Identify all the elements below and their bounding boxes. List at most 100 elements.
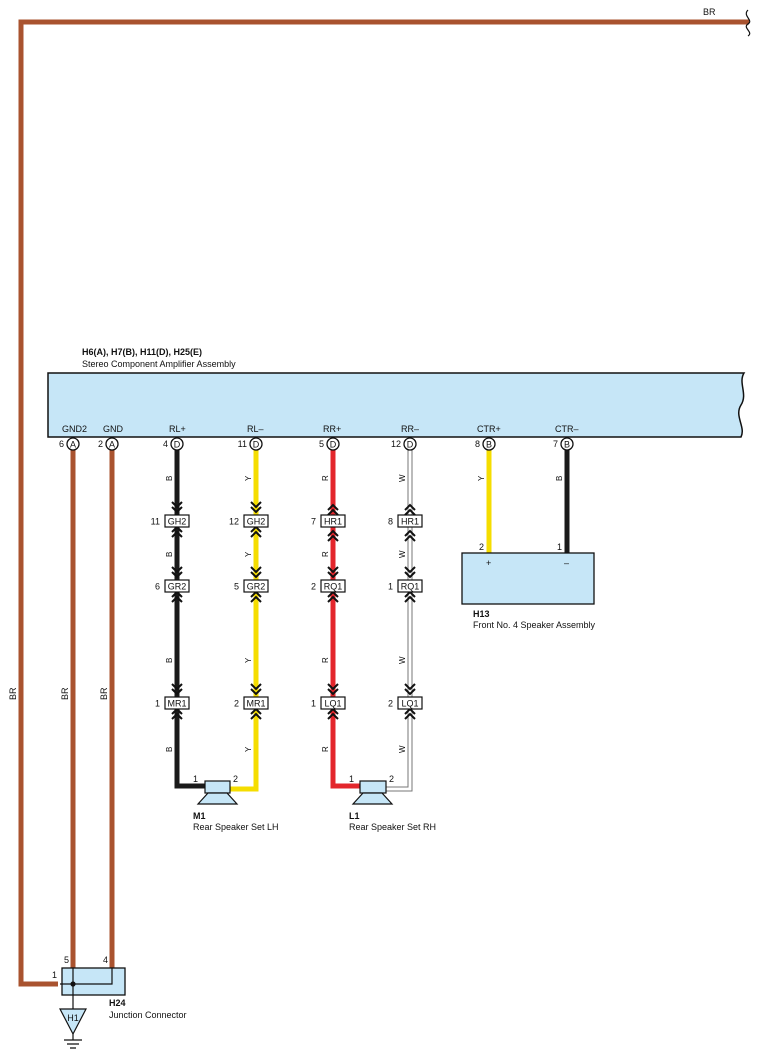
signal-wire-labels: B B B B Y Y Y Y R R R R W W W W Y B	[165, 474, 564, 753]
svg-text:MR1: MR1	[246, 699, 265, 709]
connector-chevron	[171, 688, 183, 696]
connector-chevron	[171, 712, 183, 720]
connector-chevron	[250, 501, 262, 509]
gnd2-wire-label: BR	[60, 687, 70, 700]
svg-text:2: 2	[98, 439, 103, 449]
svg-text:5: 5	[64, 955, 69, 965]
svg-text:4: 4	[163, 439, 168, 449]
terminal-label-gnd2: GND2	[62, 424, 87, 434]
connector-gr2-rlp: GR2 6	[155, 579, 190, 593]
terminal-rrm: D 12	[391, 437, 417, 451]
wire-label-rlp-4: B	[165, 747, 174, 752]
connector-chevron	[171, 683, 183, 691]
amplifier-assembly: H6(A), H7(B), H11(D), H25(E) Stereo Comp…	[47, 347, 746, 438]
terminal-rlp: D 4	[163, 437, 184, 451]
connector-gr2-rlm: GR2 5	[234, 579, 269, 593]
svg-text:2: 2	[389, 774, 394, 784]
wire-rrm	[386, 450, 412, 791]
wire-label-rlp-1: B	[165, 476, 174, 481]
connector-chevron	[171, 506, 183, 514]
junction-name: Junction Connector	[109, 1010, 187, 1020]
speaker-m1: 1 2 M1 Rear Speaker Set LH	[193, 774, 279, 832]
wire-label-rrp-4: R	[321, 746, 330, 752]
connector-chevron	[327, 683, 339, 691]
connector-chevron	[250, 566, 262, 574]
wire-br-main	[18, 19, 749, 987]
wire-label-ctrm: B	[555, 476, 564, 481]
connector-chevron	[327, 566, 339, 574]
wire-rlp	[174, 450, 205, 789]
connector-chevron	[250, 595, 262, 603]
speaker-h13-name: Front No. 4 Speaker Assembly	[473, 620, 596, 630]
connector-lq1-rrm: LQ1 2	[388, 696, 423, 710]
svg-text:12: 12	[391, 439, 401, 449]
svg-text:B: B	[486, 440, 492, 450]
svg-text:2: 2	[234, 699, 239, 709]
connector-chevron	[404, 503, 416, 511]
terminal-label-rrp: RR+	[323, 424, 341, 434]
ground-h1: H1	[59, 1008, 87, 1049]
terminal-rlm: D 11	[238, 437, 263, 451]
connector-chevron	[404, 571, 416, 579]
wire-label-rlm-4: Y	[244, 746, 253, 752]
connector-chevron	[404, 688, 416, 696]
terminal-circles: A 6 A 2 D 4 D 11 D 5 D 12	[59, 437, 574, 451]
wire-label-rrm-3: W	[398, 656, 407, 664]
speaker-l1: 1 2 L1 Rear Speaker Set RH	[349, 774, 436, 832]
connector-chevron	[404, 566, 416, 574]
connector-chevron	[404, 712, 416, 720]
connector-chevron	[250, 530, 262, 538]
connector-mr1-rlp: MR1 1	[155, 696, 190, 710]
connector-chevron	[327, 712, 339, 720]
wire-label-ctrp: Y	[477, 475, 486, 481]
terminal-label-rlm: RL–	[247, 424, 264, 434]
terminal-ctrp: B 8	[475, 437, 496, 451]
svg-text:6: 6	[59, 439, 64, 449]
amplifier-terminal-labels: GND2 GND RL+ RL– RR+ RR– CTR+ CTR–	[62, 424, 579, 434]
svg-text:1: 1	[52, 970, 57, 980]
amplifier-connector-label: H6(A), H7(B), H11(D), H25(E)	[82, 347, 202, 357]
svg-text:11: 11	[151, 517, 160, 527]
wire-break-mark	[745, 9, 751, 37]
connector-rq1-rrp: RQ1 2	[311, 579, 346, 593]
connector-chevrons	[171, 501, 416, 720]
inline-connectors: GH2 11 GR2 6 MR1 1 GH2 12 GR2 5 MR1 2	[151, 514, 423, 710]
svg-text:MR1: MR1	[167, 699, 186, 709]
connector-chevron	[171, 530, 183, 538]
terminal-ctrm: B 7	[553, 437, 574, 451]
wire-rlm	[230, 450, 259, 792]
svg-text:7: 7	[553, 439, 558, 449]
speaker-m1-name: Rear Speaker Set LH	[193, 822, 279, 832]
wire-rrm-outline	[386, 450, 413, 792]
svg-text:8: 8	[475, 439, 480, 449]
svg-text:2: 2	[479, 542, 484, 552]
svg-text:GR2: GR2	[247, 582, 266, 592]
connector-chevron	[327, 595, 339, 603]
wire-label-rrp-2: R	[321, 551, 330, 557]
connector-mr1-rlm: MR1 2	[234, 696, 269, 710]
svg-text:–: –	[564, 558, 569, 568]
signal-wires	[174, 450, 570, 792]
wire-label-rrm-1: W	[398, 474, 407, 482]
ground-triangle	[59, 1008, 87, 1036]
terminal-rrp: D 5	[319, 437, 340, 451]
ground-icon	[64, 1034, 82, 1049]
terminal-gnd2: A 6	[59, 437, 80, 451]
terminal-label-ctrp: CTR+	[477, 424, 501, 434]
top-wire-label: BR	[703, 7, 716, 17]
terminal-label-rrm: RR–	[401, 424, 419, 434]
wire-label-rlm-1: Y	[244, 475, 253, 481]
junction-id: H24	[109, 998, 126, 1008]
svg-text:+: +	[486, 558, 491, 568]
speaker-h13: 2 1 + – H13 Front No. 4 Speaker Assembly	[461, 542, 596, 630]
svg-text:1: 1	[349, 774, 354, 784]
wire-label-rrp-1: R	[321, 475, 330, 481]
svg-text:1: 1	[557, 542, 562, 552]
connector-chevron	[250, 688, 262, 696]
connector-chevron	[171, 595, 183, 603]
connector-chevron	[327, 534, 339, 542]
svg-text:2: 2	[233, 774, 238, 784]
gnd-wire-label: BR	[99, 687, 109, 700]
junction-box	[61, 967, 126, 996]
